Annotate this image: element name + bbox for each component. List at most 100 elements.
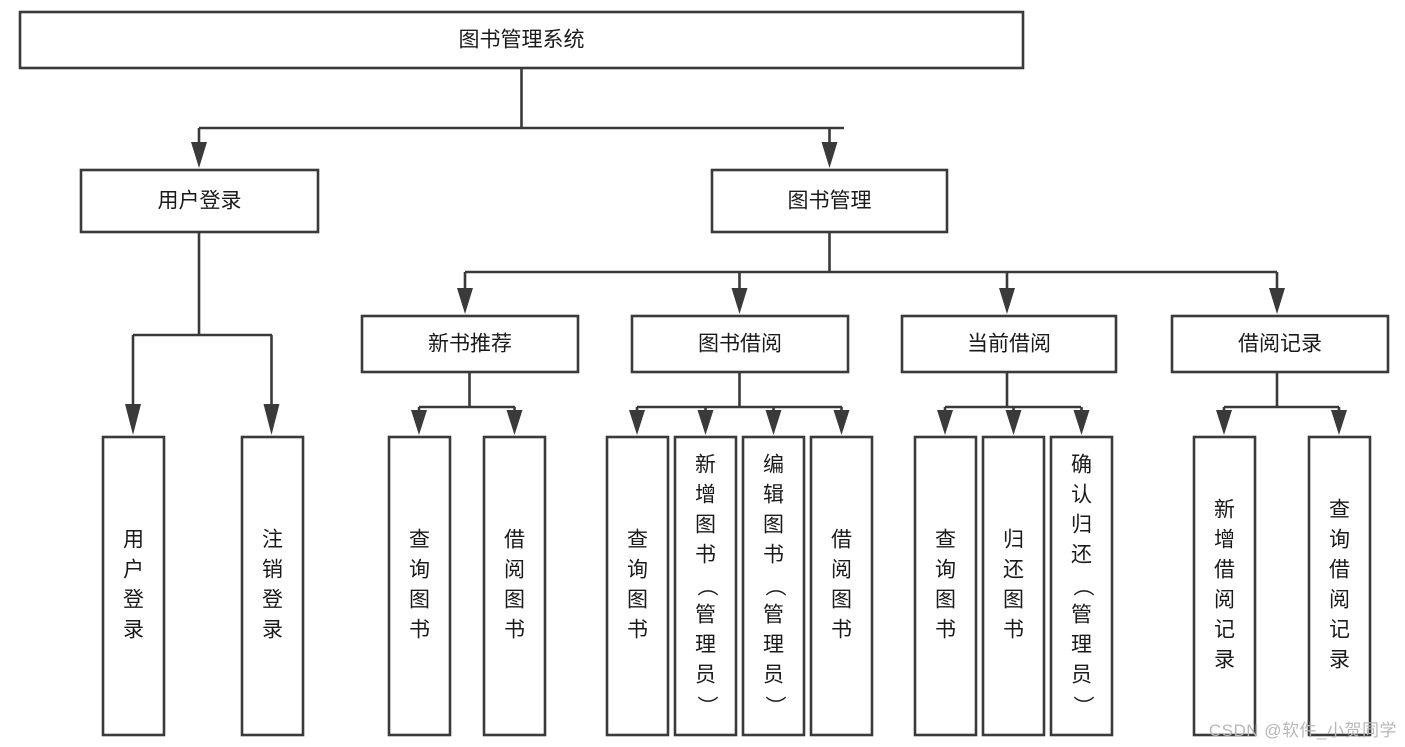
node-current-borrow-box[interactable] <box>900 314 1118 374</box>
svg-text:（: （ <box>763 576 786 597</box>
svg-text:阅: 阅 <box>504 559 525 582</box>
svg-text:阅: 阅 <box>831 559 852 582</box>
svg-text:理: 理 <box>763 634 784 657</box>
node-user-login[interactable]: 用户登录 <box>79 168 320 234</box>
node-leaf-borrow-add[interactable] <box>673 435 738 737</box>
arrow-head-leaf-logout <box>263 404 280 435</box>
node-root[interactable]: 图书管理系统 <box>18 10 1025 70</box>
arrow-head-book-manage <box>821 142 838 168</box>
node-borrow-record[interactable]: 借阅记录 <box>1170 314 1390 374</box>
svg-text:图: 图 <box>935 589 956 612</box>
svg-text:）: ） <box>763 696 786 717</box>
svg-text:询: 询 <box>935 559 956 582</box>
arrow-head-leaf-user-login <box>125 404 141 435</box>
arrow-head-leaf-cur-return <box>1005 410 1022 435</box>
arrow-head-user-login <box>191 142 207 168</box>
svg-text:书: 书 <box>504 619 525 642</box>
node-book-borrow-box[interactable] <box>630 314 850 374</box>
node-leaf-borrow-query-box[interactable] <box>605 435 670 737</box>
node-current-borrow[interactable]: 当前借阅 <box>900 314 1118 374</box>
node-leaf-borrow-query[interactable] <box>605 435 670 737</box>
node-leaf-borrow-do[interactable] <box>809 435 874 737</box>
node-leaf-rec-search[interactable] <box>1307 435 1372 737</box>
svg-text:图: 图 <box>627 589 648 612</box>
connector-layer <box>125 68 1347 435</box>
svg-text:书: 书 <box>695 544 716 567</box>
node-user-login-box[interactable] <box>79 168 320 234</box>
node-book-manage[interactable]: 图书管理 <box>710 168 949 234</box>
node-leaf-rec-borrow[interactable] <box>482 435 547 737</box>
node-leaf-borrow-do-box[interactable] <box>809 435 874 737</box>
svg-text:书: 书 <box>1003 619 1024 642</box>
node-leaf-cur-confirm-box[interactable] <box>1049 435 1114 737</box>
node-leaf-rec-search-box[interactable] <box>1307 435 1372 737</box>
node-borrow-record-box[interactable] <box>1170 314 1390 374</box>
svg-text:注: 注 <box>262 529 283 552</box>
svg-text:查: 查 <box>1329 499 1350 522</box>
svg-text:还: 还 <box>1071 544 1092 567</box>
node-leaf-logout[interactable] <box>240 435 305 737</box>
node-leaf-rec-query[interactable] <box>387 435 452 737</box>
node-new-book-rec-box[interactable] <box>360 314 580 374</box>
node-borrow-record-label: 借阅记录 <box>1238 333 1322 356</box>
svg-text:图: 图 <box>504 589 525 612</box>
arrow-head-new-book-rec <box>457 288 473 314</box>
node-leaf-logout-box[interactable] <box>240 435 305 737</box>
node-leaf-borrow-edit-box[interactable] <box>741 435 806 737</box>
svg-text:书: 书 <box>831 619 852 642</box>
node-leaf-cur-query-box[interactable] <box>913 435 978 737</box>
node-leaf-rec-add[interactable] <box>1192 435 1257 737</box>
node-leaf-cur-return[interactable] <box>981 435 1046 737</box>
svg-text:增: 增 <box>1214 529 1235 552</box>
node-book-borrow[interactable]: 图书借阅 <box>630 314 850 374</box>
arrow-head-leaf-cur-confirm <box>1073 410 1090 435</box>
svg-text:阅: 阅 <box>1329 589 1350 612</box>
svg-text:员: 员 <box>695 664 716 687</box>
svg-text:录: 录 <box>1214 649 1235 672</box>
node-book-manage-box[interactable] <box>710 168 949 234</box>
svg-text:查: 查 <box>409 529 430 552</box>
svg-text:图: 图 <box>1003 589 1024 612</box>
node-leaf-borrow-edit[interactable] <box>741 435 806 737</box>
node-leaf-rec-add-box[interactable] <box>1192 435 1257 737</box>
node-leaf-cur-confirm[interactable] <box>1049 435 1114 737</box>
svg-text:借: 借 <box>1329 559 1350 582</box>
node-leaf-cur-query[interactable] <box>913 435 978 737</box>
svg-text:借: 借 <box>1214 559 1235 582</box>
svg-text:询: 询 <box>409 559 430 582</box>
svg-text:询: 询 <box>627 559 648 582</box>
svg-text:查: 查 <box>935 529 956 552</box>
node-leaf-rec-borrow-box[interactable] <box>482 435 547 737</box>
node-leaf-user-login[interactable] <box>101 435 166 737</box>
svg-text:登: 登 <box>262 589 283 612</box>
node-leaf-user-login-box[interactable] <box>101 435 166 737</box>
node-new-book-rec-label: 新书推荐 <box>428 333 512 356</box>
svg-text:用: 用 <box>123 529 144 552</box>
svg-text:录: 录 <box>262 619 283 642</box>
svg-text:录: 录 <box>123 619 144 642</box>
node-user-login-label: 用户登录 <box>158 190 242 213</box>
node-leaf-borrow-add-box[interactable] <box>673 435 738 737</box>
node-root-box[interactable] <box>18 10 1025 70</box>
node-book-manage-label: 图书管理 <box>788 190 872 213</box>
csdn-watermark: CSDN @软件_小贺同学 <box>1208 721 1397 740</box>
node-new-book-rec[interactable]: 新书推荐 <box>360 314 580 374</box>
svg-text:书: 书 <box>935 619 956 642</box>
node-leaf-rec-query-box[interactable] <box>387 435 452 737</box>
node-leaf-cur-return-box[interactable] <box>981 435 1046 737</box>
svg-text:理: 理 <box>695 634 716 657</box>
arrow-head-leaf-borrow-add <box>697 410 714 435</box>
svg-text:图: 图 <box>409 589 430 612</box>
svg-text:员: 员 <box>763 664 784 687</box>
arrow-head-book-borrow <box>731 288 748 314</box>
svg-text:记: 记 <box>1214 619 1235 642</box>
svg-text:录: 录 <box>1329 649 1350 672</box>
svg-text:书: 书 <box>763 544 784 567</box>
leaf-label-layer: 用户登录注销登录查询图书借阅图书查询图书新增图书（管理员）编辑图书（管理员）借阅… <box>123 454 1350 717</box>
